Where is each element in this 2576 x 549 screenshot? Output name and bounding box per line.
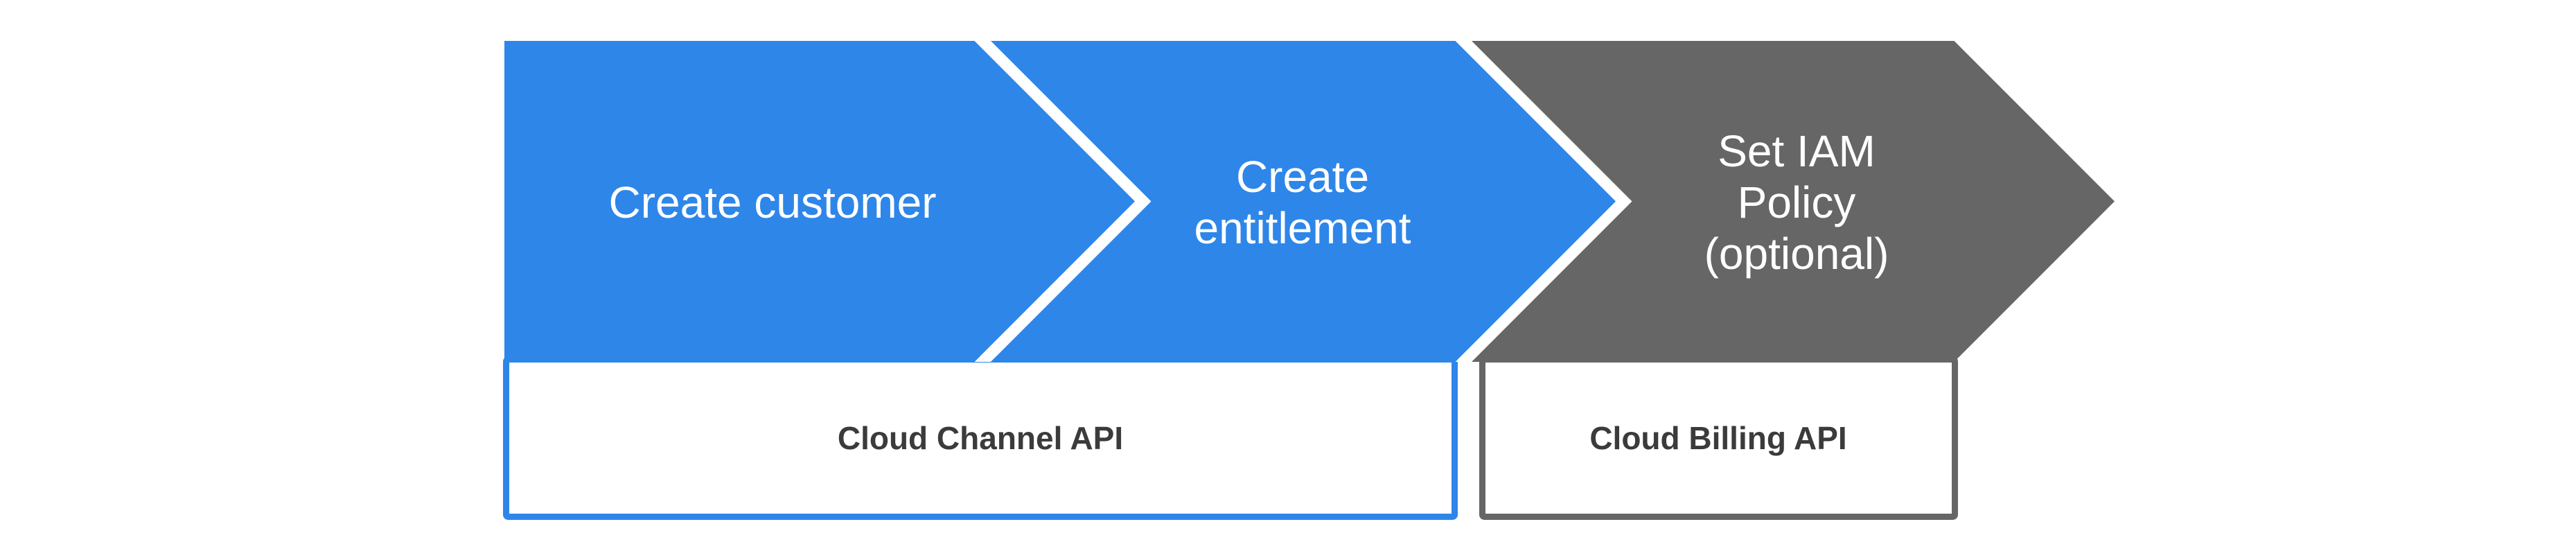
- step-label-set-iam-line2: Policy: [1738, 177, 1856, 227]
- cloud-channel-api-label: Cloud Channel API: [838, 420, 1123, 456]
- step-label-create-customer: Create customer: [608, 177, 936, 227]
- step-arrow-create-customer: [504, 41, 1135, 362]
- step-label-create-entitlement-line1: Create: [1236, 152, 1369, 202]
- cloud-billing-api-label: Cloud Billing API: [1589, 420, 1846, 456]
- step-label-create-entitlement-line2: entitlement: [1194, 203, 1411, 253]
- step-label-set-iam-line1: Set IAM: [1718, 126, 1876, 176]
- step-arrow-create-entitlement: [991, 41, 1616, 362]
- step-arrow-set-iam-policy: [1472, 41, 2115, 362]
- step-label-set-iam-line3: (optional): [1704, 229, 1889, 279]
